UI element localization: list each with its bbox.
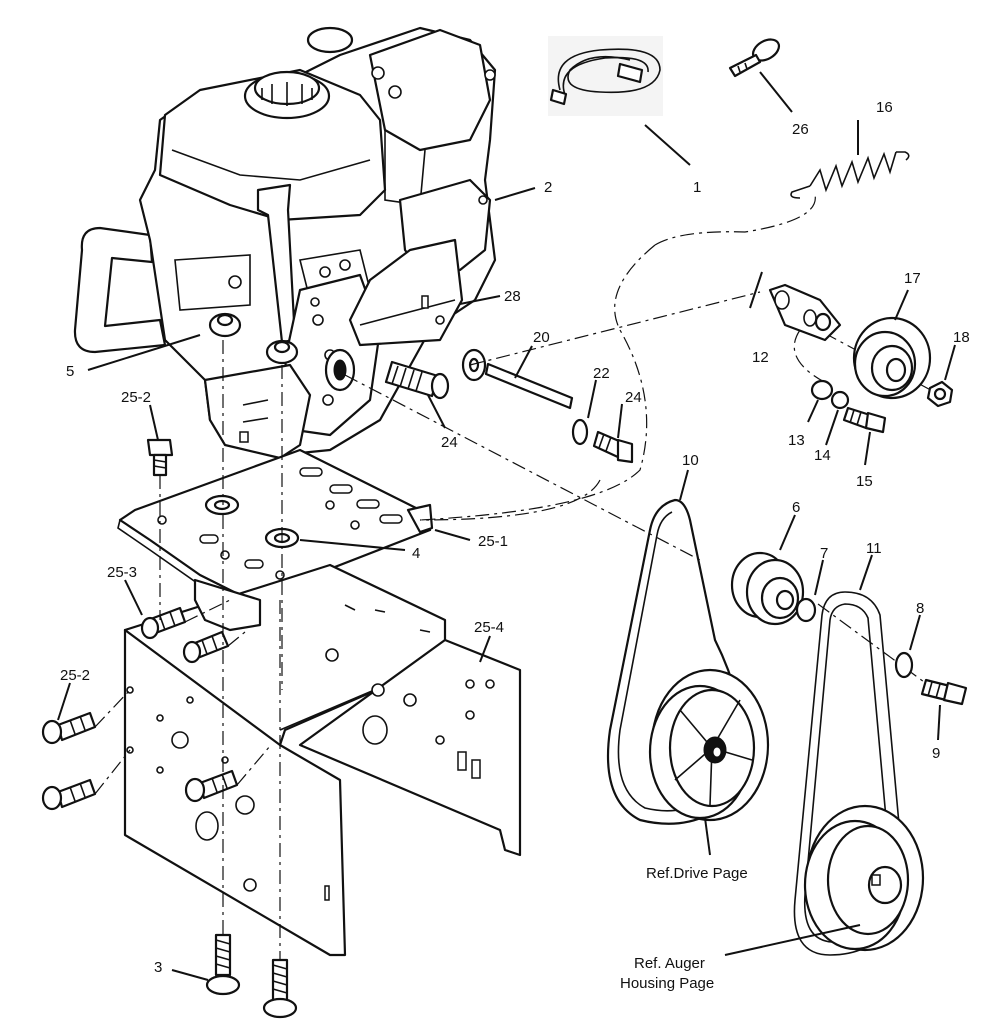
callout-25-3: 25-3 <box>107 564 137 581</box>
leader-lines <box>57 71 956 981</box>
washer-13 <box>810 379 834 401</box>
frame-right-panel <box>298 638 522 857</box>
callout-20: 20 <box>533 329 550 346</box>
hex-bolt-25-2-left-b <box>41 778 97 811</box>
ref-auger-line1: Ref. Auger <box>634 955 705 972</box>
callout-12: 12 <box>752 349 769 366</box>
callout-22: 22 <box>593 365 610 382</box>
spacer-7 <box>795 597 817 623</box>
idler-rod-20 <box>484 362 574 410</box>
washer-8 <box>894 651 914 679</box>
callout-11: 11 <box>866 540 882 557</box>
callout-25-2a: 25-2 <box>121 389 151 406</box>
hex-bolt-24b <box>592 430 634 464</box>
callout-8: 8 <box>916 600 924 617</box>
callout-24a: 24 <box>441 434 458 451</box>
auger-pulley <box>803 804 925 952</box>
callout-15: 15 <box>856 473 873 490</box>
callout-6: 6 <box>792 499 800 516</box>
hex-bolt-15 <box>842 406 887 434</box>
ref-auger-line2: Housing Page <box>620 975 714 992</box>
oil-cap <box>306 26 354 54</box>
callout-2: 2 <box>544 179 552 196</box>
callout-5: 5 <box>66 363 74 380</box>
callout-7: 7 <box>820 545 828 562</box>
callout-1: 1 <box>693 179 701 196</box>
washer-20 <box>461 348 487 382</box>
callout-25-1: 25-1 <box>478 533 508 550</box>
idler-bracket-12 <box>768 283 842 342</box>
carriage-bolt-3b <box>262 958 298 1019</box>
callout-28: 28 <box>504 288 521 305</box>
mounting-plate <box>117 448 434 612</box>
callout-13: 13 <box>788 432 805 449</box>
callout-10: 10 <box>682 452 699 469</box>
callout-9: 9 <box>932 745 940 762</box>
engine-base <box>203 363 312 460</box>
hex-bolt-25-2-left-a <box>41 711 97 745</box>
hex-bolt-24a <box>384 360 450 400</box>
callout-3: 3 <box>154 959 162 976</box>
engine-assembly <box>73 26 497 460</box>
drive-pulley <box>648 668 770 822</box>
callout-18: 18 <box>953 329 970 346</box>
engine-mount-nut <box>208 312 242 338</box>
callout-17: 17 <box>904 270 921 287</box>
star-washer <box>204 494 240 516</box>
frame-assembly <box>123 563 522 957</box>
bracket-25-3 <box>193 578 262 632</box>
hex-bolt-9 <box>920 678 968 706</box>
callout-16: 16 <box>876 99 893 116</box>
washer-22 <box>571 418 589 446</box>
hex-bolt-25-2-top <box>146 438 174 477</box>
callout-24b: 24 <box>625 389 642 406</box>
extension-spring-16 <box>790 151 910 199</box>
hex-bolt-25-3a <box>140 606 187 640</box>
belt-guard <box>348 238 464 347</box>
callout-labels: 1 2 3 4 5 6 7 8 9 10 11 12 13 14 15 16 1… <box>60 99 970 992</box>
engine-pulley-6 <box>730 551 805 626</box>
washer-14 <box>830 390 850 410</box>
callout-25-4: 25-4 <box>474 619 504 636</box>
ref-drive-page: Ref.Drive Page <box>646 865 748 882</box>
hex-bolt-frame-mid <box>184 769 239 803</box>
idler-pulley-17 <box>852 316 932 400</box>
callout-4: 4 <box>412 545 420 562</box>
blower-housing <box>368 28 492 152</box>
alignment-lines <box>94 194 941 960</box>
hex-nut-18 <box>926 380 954 408</box>
callout-26: 26 <box>792 121 809 138</box>
power-cord-1 <box>548 36 663 116</box>
recoil-handle <box>73 226 167 354</box>
ignition-key-26 <box>728 38 781 78</box>
auger-belt-11 <box>793 591 906 956</box>
callout-14: 14 <box>814 447 831 464</box>
callout-25-2b: 25-2 <box>60 667 90 684</box>
carriage-bolt-3a <box>205 933 241 996</box>
engine-mount-nut <box>265 339 299 365</box>
